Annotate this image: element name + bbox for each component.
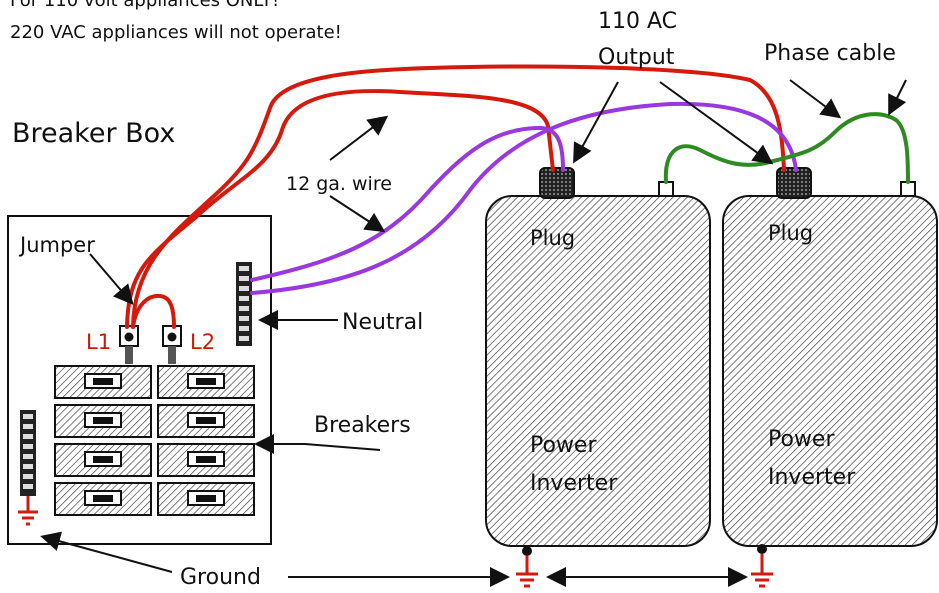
terminal-l2: [162, 325, 182, 364]
inverter-1-name-line-1: Power: [530, 433, 597, 458]
ground-arrow-box: [40, 531, 173, 573]
breaker: [54, 443, 152, 477]
hot-wire-to-inverter-2: [131, 64, 786, 329]
plug-1: [539, 167, 575, 199]
inverter-1-name-line-2: Inverter: [530, 471, 618, 496]
inverter-2-ground-icon: [751, 554, 773, 588]
terminal-l1: [119, 325, 139, 364]
note-line-2: 220 VAC appliances will not operate!: [10, 22, 342, 43]
output-arrow-1: [573, 81, 619, 164]
breakers-label: Breakers: [314, 413, 411, 438]
note-line-1: For 110 volt appliances ONLY!: [10, 0, 279, 11]
inverter-1-plug-label: Plug: [530, 226, 575, 250]
inverter-1-ground-icon: [516, 556, 538, 588]
breakers-underline: [304, 443, 381, 451]
breaker: [54, 365, 152, 399]
breaker-panel: [54, 365, 255, 516]
neutral-wire-to-inverter-2: [250, 101, 798, 295]
phase-cable-arrow-left: [789, 79, 842, 119]
wire-gauge-arrow-down: [329, 195, 386, 233]
inverter-2-name-line-1: Power: [768, 427, 835, 452]
power-inverter-1: [485, 195, 711, 547]
neutral-label: Neutral: [342, 310, 423, 335]
output-label-line-2: Output: [598, 45, 675, 70]
inverter-2-plug-label: Plug: [768, 221, 813, 245]
box-ground-icon: [18, 496, 38, 526]
l1-label: L1: [86, 330, 111, 354]
output-label-line-1: 110 AC: [598, 9, 677, 34]
breaker: [54, 404, 152, 438]
neutral-bus-bar: [236, 262, 252, 346]
phase-cable-label: Phase cable: [764, 41, 896, 66]
breaker: [157, 365, 255, 399]
breaker: [157, 482, 255, 516]
phase-terminal-1: [658, 181, 674, 197]
l2-label: L2: [190, 330, 215, 354]
neutral-wire-to-inverter-1: [250, 125, 565, 282]
ground-bus-bar: [20, 410, 36, 496]
breaker: [157, 443, 255, 477]
plug-2: [776, 167, 812, 199]
power-inverter-2: [722, 195, 938, 547]
wire-gauge-arrow-up: [329, 115, 389, 161]
phase-cable-arrow-right: [888, 79, 907, 116]
wire-gauge-label: 12 ga. wire: [286, 173, 392, 195]
breaker: [157, 404, 255, 438]
jumper-wire: [131, 293, 176, 329]
phase-cable-wire: [663, 112, 910, 184]
output-arrow-2: [659, 81, 774, 165]
breaker: [54, 482, 152, 516]
ground-label: Ground: [180, 565, 261, 590]
phase-terminal-2: [900, 181, 916, 197]
jumper-label: Jumper: [18, 233, 95, 257]
inverter-2-name-line-2: Inverter: [768, 465, 856, 490]
breaker-box-title: Breaker Box: [12, 118, 175, 149]
jumper-arrow: [89, 253, 134, 306]
